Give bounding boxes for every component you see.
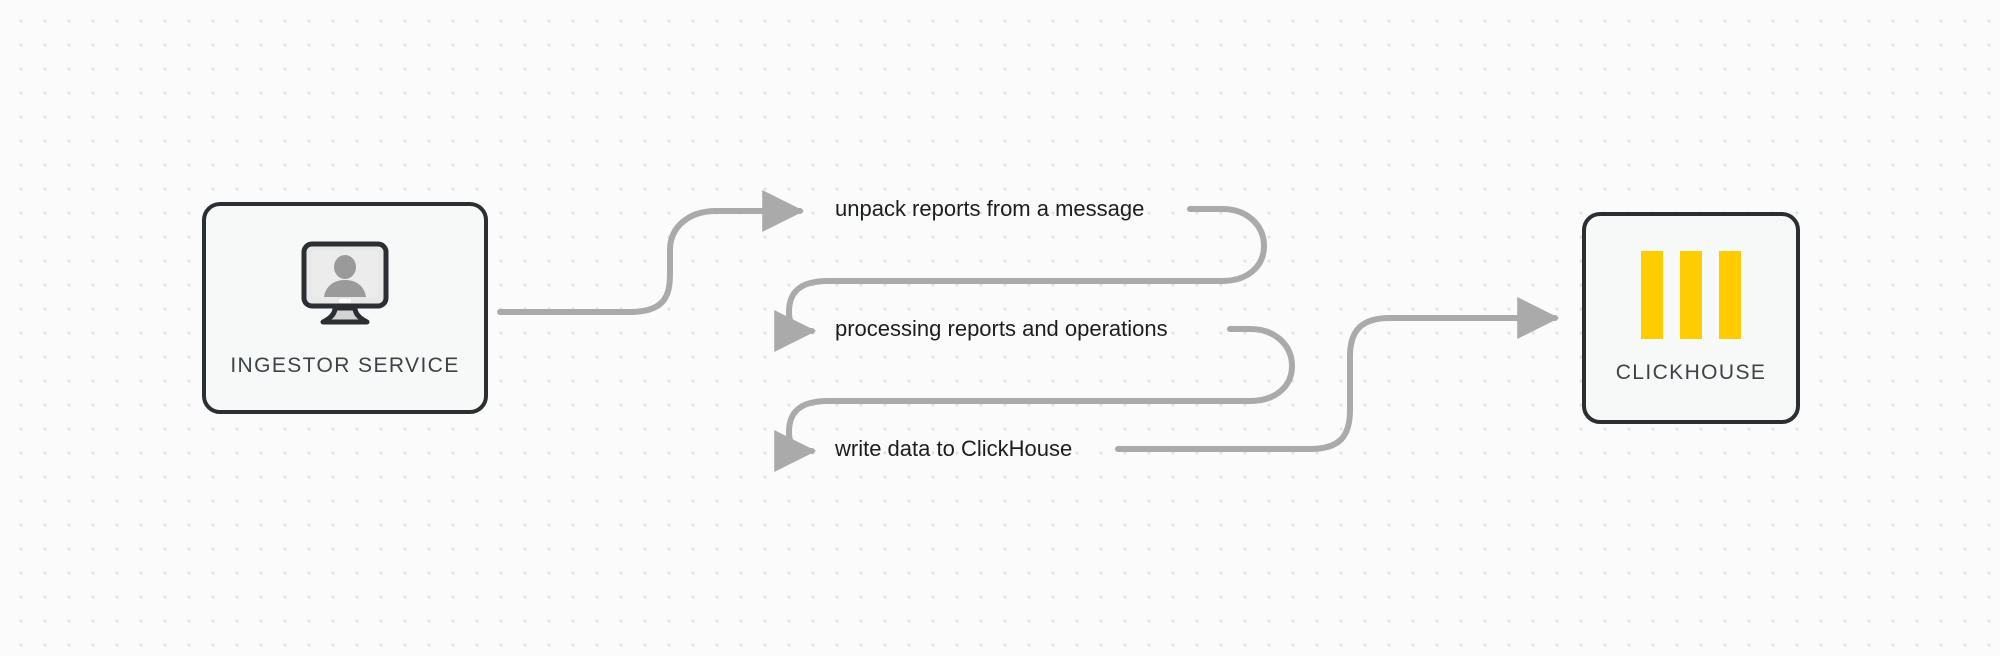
clickhouse-bars-icon xyxy=(1641,251,1741,339)
node-ingestor-service[interactable]: INGESTOR SERVICE xyxy=(202,202,488,414)
edge-path-segment-1 xyxy=(497,190,805,315)
node-clickhouse[interactable]: CLICKHOUSE xyxy=(1582,212,1800,424)
edge-path-segment-4 xyxy=(1115,297,1560,452)
edge-path-segment-3 xyxy=(774,326,1295,472)
edge-label-write-data: write data to ClickHouse xyxy=(835,436,1073,461)
clickhouse-bar xyxy=(1641,251,1663,339)
monitor-user-icon xyxy=(291,239,399,334)
node-ingestor-service-label: INGESTOR SERVICE xyxy=(230,353,460,377)
node-clickhouse-label: CLICKHOUSE xyxy=(1615,361,1767,384)
clickhouse-bar xyxy=(1719,251,1741,339)
clickhouse-bar xyxy=(1680,251,1702,339)
edge-label-unpack-reports: unpack reports from a message xyxy=(835,196,1145,221)
edge-label-processing-reports: processing reports and operations xyxy=(835,316,1168,341)
edge-path-segment-2 xyxy=(774,206,1267,352)
